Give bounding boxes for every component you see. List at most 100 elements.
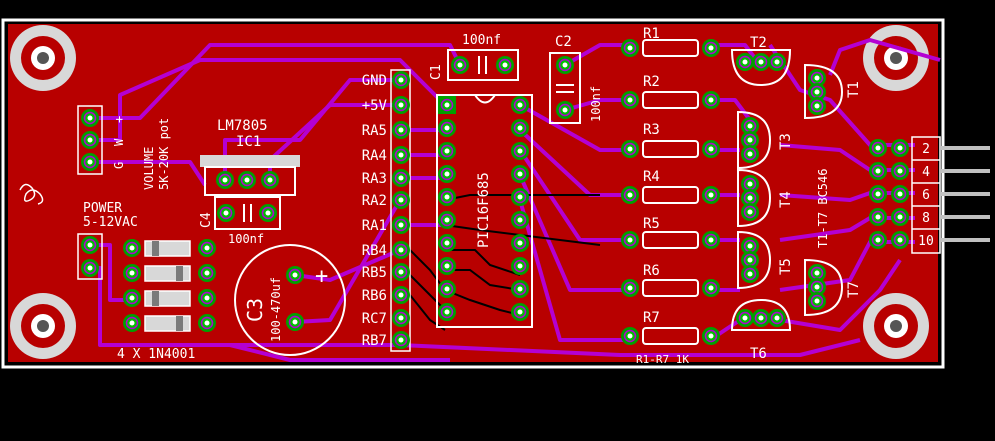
- resistor-pad: [621, 39, 639, 57]
- header-pad: [392, 216, 410, 234]
- mounting-holes: [10, 25, 929, 359]
- c3-capacitor: [234, 244, 346, 356]
- mcu-pin: [438, 211, 456, 229]
- header-pin-label: RB5: [362, 265, 387, 281]
- header-pin-label: RA4: [362, 148, 387, 164]
- volume-range: 5K-20K pot: [157, 118, 171, 190]
- resistor-pad: [621, 231, 639, 249]
- c1-value: 100nf: [462, 33, 501, 48]
- logo-squiggle: [19, 183, 44, 205]
- c4-label: C4: [199, 212, 214, 228]
- mounting-hole-top-right: [863, 25, 929, 91]
- transistor-pad: [752, 309, 770, 327]
- resistor-label: R5: [643, 216, 660, 232]
- header-pin-label: RB6: [362, 288, 387, 304]
- diode-pad: [198, 314, 216, 332]
- c3-pad: [286, 313, 304, 331]
- diode-pad: [123, 264, 141, 282]
- power-title: POWER: [83, 201, 122, 216]
- connector-pad: [869, 208, 887, 226]
- mcu-pin: [438, 165, 456, 183]
- resistor-pad: [621, 140, 639, 158]
- pot-header: [77, 105, 103, 175]
- resistor-pad: [702, 91, 720, 109]
- resistor-bodies: [642, 39, 699, 345]
- volume-title: VOLUME: [142, 147, 156, 190]
- mcu-pin: [511, 96, 529, 114]
- transistor-label: T2: [750, 35, 767, 51]
- power-range: 5-12VAC: [83, 215, 138, 230]
- resistor-label: R2: [643, 74, 660, 90]
- transistor-label: T3: [778, 133, 794, 150]
- connector-pad: [891, 185, 909, 203]
- c2-value: 100nf: [589, 86, 603, 122]
- header-pad: [392, 71, 410, 89]
- header-pad: [392, 96, 410, 114]
- regulator-pad: [238, 171, 256, 189]
- mcu-pin: [438, 234, 456, 252]
- header-pad: [392, 241, 410, 259]
- transistor-pad: [808, 83, 826, 101]
- resistor-pad: [621, 186, 639, 204]
- diodes-label: 4 X 1N4001: [117, 347, 195, 362]
- mcu-pin: [438, 142, 456, 160]
- ic1-label: IC1: [236, 134, 261, 150]
- connector-pin-label: 4: [922, 165, 930, 180]
- transistor-pad: [768, 309, 786, 327]
- connector-pad: [891, 208, 909, 226]
- c3-plus: +: [315, 264, 328, 289]
- mounting-hole-bottom-right: [863, 293, 929, 359]
- mcu-pin: [511, 303, 529, 321]
- c1-label: C1: [429, 64, 444, 80]
- connector-pad: [869, 231, 887, 249]
- c2-pad: [556, 101, 574, 119]
- c2-label: C2: [555, 34, 572, 50]
- transistor-pad: [741, 265, 759, 283]
- transistor-pad: [741, 117, 759, 135]
- power-pad: [81, 259, 99, 277]
- header-pad: [392, 169, 410, 187]
- header-pad: [392, 146, 410, 164]
- resistor-label: R3: [643, 122, 660, 138]
- resistor-pad: [702, 279, 720, 297]
- pot-g-label: G: [112, 162, 126, 169]
- transistor-pad: [808, 278, 826, 296]
- header-pin-label: RB4: [362, 243, 387, 259]
- resistor-pad: [621, 91, 639, 109]
- diode-pad: [198, 239, 216, 257]
- connector-pin-label: 2: [922, 142, 930, 157]
- diode-3: [144, 290, 191, 307]
- connector-pad: [869, 139, 887, 157]
- resistor-pad: [702, 186, 720, 204]
- mcu-pin: [511, 211, 529, 229]
- c3-value: 100-470uf: [269, 277, 283, 342]
- header-pin-label: GND: [362, 73, 387, 89]
- connector-pad: [891, 139, 909, 157]
- power-pad: [81, 236, 99, 254]
- header-pin-label: +5V: [362, 98, 388, 114]
- lm7805-label: LM7805: [217, 118, 268, 134]
- mcu-pin: [438, 96, 456, 114]
- ic1-regulator: [200, 155, 300, 196]
- transistor-pad: [808, 264, 826, 282]
- mcu-pin: [511, 234, 529, 252]
- c4-value: 100nf: [228, 232, 264, 246]
- resistor-pad: [621, 279, 639, 297]
- connector-pad: [891, 231, 909, 249]
- mcu-pin: [438, 188, 456, 206]
- transistor-label: T5: [778, 258, 794, 275]
- mcu-pin: [511, 119, 529, 137]
- c3-label: C3: [243, 298, 267, 322]
- resistor-note: R1-R7 1K: [636, 353, 689, 366]
- transistor-pad: [808, 97, 826, 115]
- diode-bridge: [144, 240, 191, 332]
- pot-plus-label: +: [112, 116, 126, 123]
- resistor-pad: [702, 140, 720, 158]
- c1-pad: [451, 56, 469, 74]
- transistor-pad: [741, 131, 759, 149]
- header-pin-label: RA5: [362, 123, 387, 139]
- pads: [81, 39, 909, 349]
- resistor-label: R4: [643, 169, 660, 185]
- mcu-pin: [511, 165, 529, 183]
